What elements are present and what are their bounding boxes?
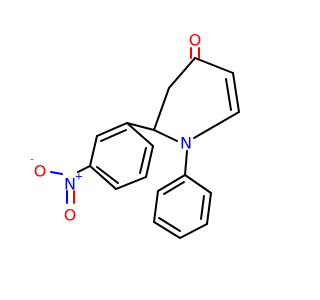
bond-c5-c6 [232, 72, 240, 113]
nitro-nitrogen-charge: + [75, 172, 83, 183]
bond-ph-4 [153, 221, 181, 239]
bond-ar-1 [96, 122, 128, 137]
molecule-structure: O N N O O + - [30, 31, 240, 239]
bond-ph-5 [153, 190, 159, 223]
nitro-oxygen-charge: - [30, 155, 34, 166]
nitro-oxygen-minus-label: O [34, 162, 47, 181]
bond-c5-c6-double [225, 78, 232, 111]
bond-ar-1-inner [100, 129, 127, 142]
bond-ar-2 [89, 135, 98, 167]
bond-ar-5 [145, 145, 154, 178]
bond-c2-aryl [126, 122, 155, 131]
ring-nitrogen-label: N [180, 134, 192, 153]
bond-ph-6 [157, 174, 186, 192]
bond-ar-6 [126, 122, 154, 147]
bond-ar-4 [115, 176, 147, 190]
bond-c6-n1 [193, 111, 240, 139]
structure-canvas: O N N O O + - [30, 30, 240, 239]
bond-c3-c2 [153, 87, 170, 131]
nitro-oxygen-double-label: O [64, 206, 77, 225]
bond-n-o-single [50, 171, 63, 175]
bond-ph-3 [179, 223, 208, 239]
bond-c4-c3 [168, 57, 196, 89]
bond-ar-3-inner [96, 166, 119, 184]
bond-ph-1 [184, 174, 212, 194]
bond-ph-2-inner [200, 195, 205, 220]
bond-ph-4-inner [158, 217, 181, 232]
bond-c2-n1 [153, 129, 178, 142]
bond-ar-3 [89, 165, 117, 190]
nitro-nitrogen-label: N [64, 175, 76, 194]
bond-n1-phenyl [184, 150, 188, 176]
bond-ph-2 [206, 192, 212, 225]
bond-c4-c5 [194, 57, 234, 74]
bond-ar-5-inner [139, 147, 147, 174]
bond-ph-6-inner [163, 181, 185, 195]
bond-ar-nitro [77, 165, 91, 173]
carbonyl-oxygen-label: O [189, 31, 202, 50]
